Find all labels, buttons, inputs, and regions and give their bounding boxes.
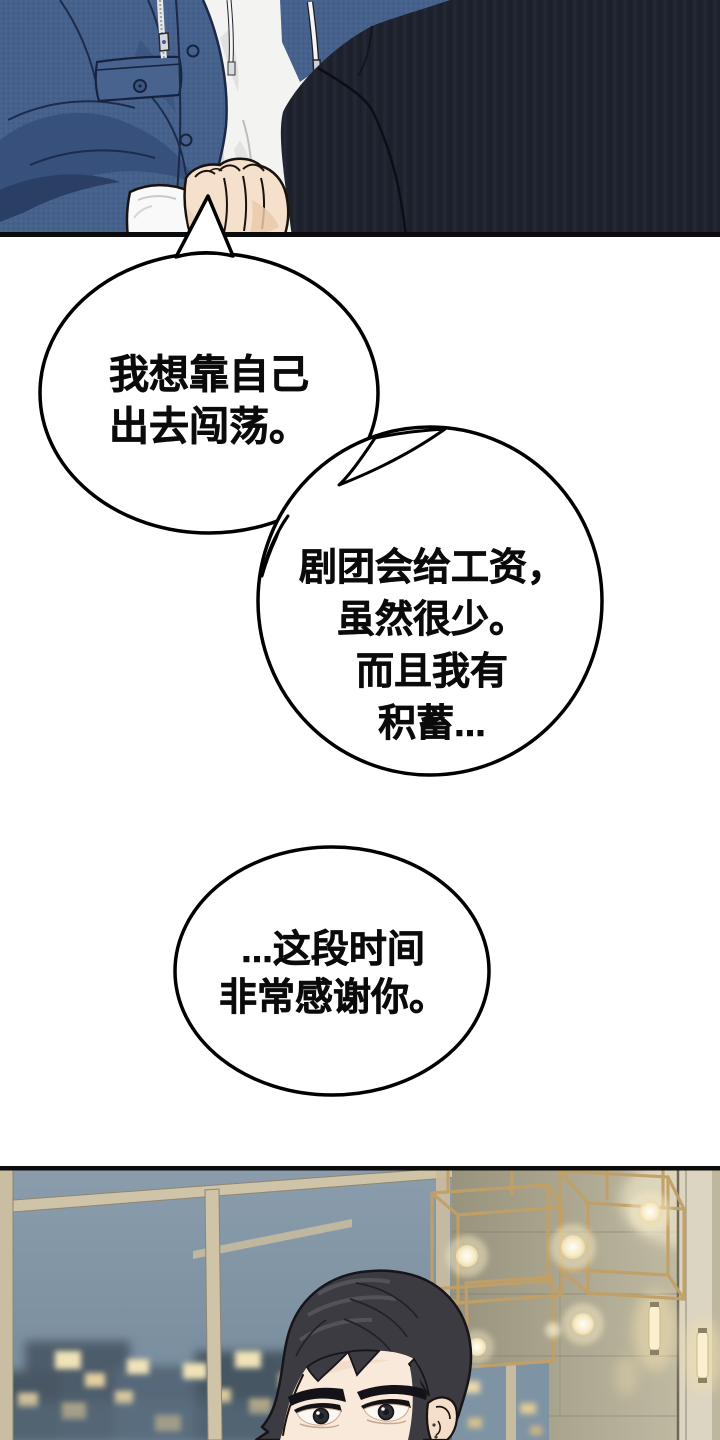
denim-jacket [0,0,228,237]
bubble-3-line: ...这段时间 [241,929,425,972]
bubble-2-line: 虽然很少。 [336,599,528,642]
panel-top [0,0,720,237]
shirt-cuff [125,183,195,237]
panel-bottom [0,1166,720,1440]
sideburn [408,1362,424,1440]
fringe-strand [305,1350,351,1383]
man-portrait [254,1269,473,1440]
bubble-1-line: 我想靠自己 [109,353,310,398]
lamp-bulbs [446,1191,671,1364]
bubble-1-text: 我想靠自己 出去闯荡。 [59,349,359,453]
bubble-3-line: 非常感谢你。 [218,977,448,1020]
left-eyebrow [288,1387,346,1406]
bubble-1-line: 出去闯荡。 [109,405,310,450]
drawstring-aglet [227,61,236,76]
fringe-strand [346,1349,381,1377]
bottom-panel-illustration [0,1166,720,1440]
earring-stud [432,1423,436,1427]
zipper-cord [308,1,318,63]
snap-button [186,44,200,58]
panel-border [0,1166,720,1171]
navy-suit-shoulder [280,0,720,237]
ear [425,1396,459,1440]
bubble-2-line: 而且我有 [355,651,509,694]
wall-sconce-lights [614,1291,720,1396]
right-eye [361,1398,411,1425]
cheek-line [282,1374,304,1436]
bubble-3-text: ...这段时间 非常感谢你。 [183,926,483,1022]
snap-button [179,133,193,147]
bubble-2-line: 剧团会给工资， [298,547,566,590]
window-frames [0,1166,461,1440]
left-eye [294,1402,342,1429]
chest-pocket [94,55,183,103]
bubble-2-text: 剧团会给工资， 虽然很少。 而且我有 积蓄... [282,542,582,750]
bubble-2-line: 积蓄... [378,703,486,746]
top-panel-illustration [0,0,720,237]
earring-stud [434,1435,438,1439]
panel-border [0,232,720,237]
right-eyebrow [357,1384,427,1400]
